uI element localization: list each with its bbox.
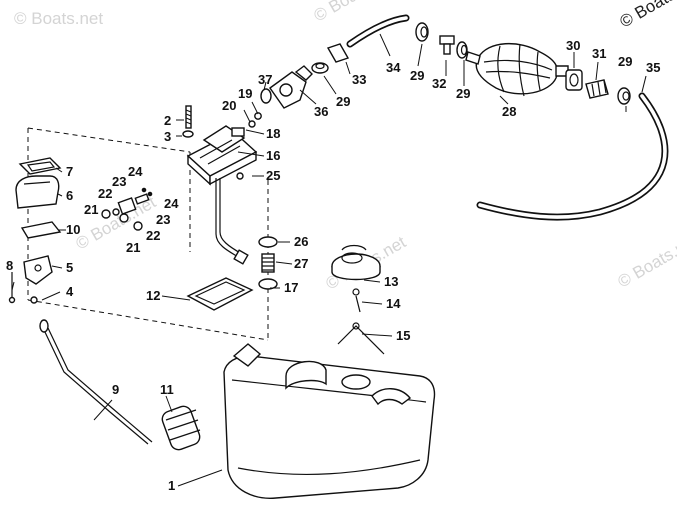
primer-bulb-part-28 [465,42,569,97]
vent-part-15 [337,322,385,355]
clamp-part-29 [617,87,631,105]
callout-29b: 29 [456,86,470,101]
bracket-part-10 [20,221,62,239]
gauge-cover-part-6 [15,175,60,209]
watermark: © Boats.net [14,9,103,28]
callout-23b: 23 [156,212,170,227]
callout-17: 17 [284,280,298,295]
callout-29a: 29 [410,68,424,83]
callout-1: 1 [168,478,175,493]
float-rod-part-9 [39,319,153,445]
watermark: © Boats.net [615,230,677,291]
fuel-cap-part-13 [331,244,381,281]
callout-26: 26 [294,234,308,249]
callout-29c: 29 [336,94,350,109]
callout-15: 15 [396,328,410,343]
fuel-connector-part-36 [269,65,313,109]
callout-27: 27 [294,256,308,271]
fuel-tank-part-1 [223,343,436,499]
fuel-hose-part-35 [476,92,669,221]
assembly-guide-line [27,127,191,153]
ball-part-25 [236,172,244,180]
pin-part-8 [8,272,16,304]
callout-21a: 21 [84,202,98,217]
washer-part-3 [182,130,194,138]
gasket-part-12 [186,277,254,311]
callout-36: 36 [314,104,328,119]
callout-35: 35 [646,60,660,75]
fuel-hose-part-34 [346,14,410,48]
ball-part-19 [254,112,262,120]
callout-24a: 24 [128,164,143,179]
callout-7: 7 [66,164,73,179]
callout-32: 32 [432,76,446,91]
connector-part-33 [326,43,350,63]
callout-6: 6 [66,188,73,203]
clip-part-4 [30,296,38,304]
fitting-nut-part-30 [565,69,583,91]
spring-part-27 [261,253,275,273]
callout-4: 4 [66,284,74,299]
clamp-part-29 [311,62,329,74]
callout-labels: 1 2 3 4 5 6 7 8 9 10 11 12 13 14 15 16 1… [6,38,660,493]
callout-14: 14 [386,296,401,311]
screw-part-2 [185,105,192,129]
callout-2: 2 [164,113,171,128]
leader-lines [11,33,647,487]
callout-12: 12 [146,288,160,303]
chain-part-14 [352,288,361,313]
callout-18: 18 [266,126,280,141]
callout-28: 28 [502,104,516,119]
callout-24b: 24 [164,196,179,211]
assembly-guide-line [27,299,269,341]
callout-22b: 22 [146,228,160,243]
fittings-parts-21-24 [101,187,153,231]
callout-16: 16 [266,148,280,163]
callout-5: 5 [66,260,73,275]
callout-3: 3 [164,129,171,144]
callout-33: 33 [352,72,366,87]
clamp-part-29 [415,22,429,42]
o-ring-part-37 [260,88,272,104]
ball-part-20 [248,120,256,128]
callout-37: 37 [258,72,272,87]
callout-13: 13 [384,274,398,289]
pickup-tube [219,178,243,255]
callout-29d: 29 [618,54,632,69]
callout-19: 19 [238,86,252,101]
callout-10: 10 [66,222,80,237]
washer-part-17 [258,278,278,290]
watermark: © Boats.net [617,0,677,31]
callout-8: 8 [6,258,13,273]
callout-31: 31 [592,46,606,61]
fuel-gauge-plate-part-16 [186,125,258,186]
callout-34: 34 [386,60,401,75]
clamp-part-29 [456,41,468,59]
callout-23a: 23 [112,174,126,189]
gasket-part-7 [18,157,62,175]
callout-9: 9 [112,382,119,397]
float-part-11 [161,405,201,451]
callout-21b: 21 [126,240,140,255]
callout-20: 20 [222,98,236,113]
washer-part-26 [258,236,278,248]
callout-22a: 22 [98,186,112,201]
float-arm-part-5 [23,255,53,285]
screw-part-32 [439,35,455,55]
connector-part-31 [585,79,609,99]
pickup-filter [233,249,249,265]
callout-11: 11 [160,382,174,397]
callout-30: 30 [566,38,580,53]
callout-25: 25 [266,168,280,183]
